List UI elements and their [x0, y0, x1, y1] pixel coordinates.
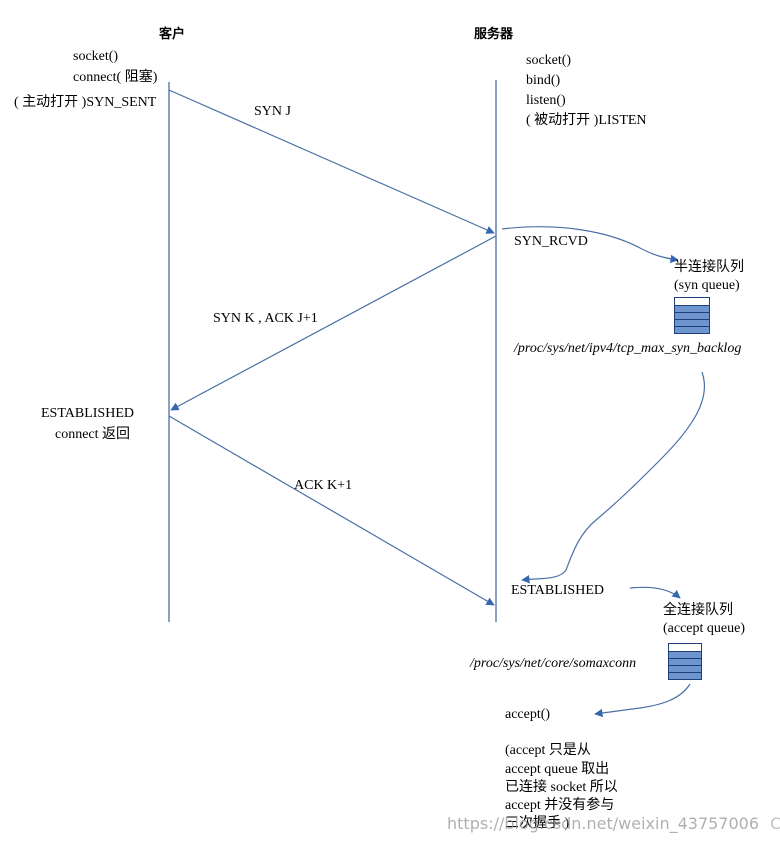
accept-note-line-5: 三次握手 ): [505, 816, 570, 831]
client-title: 客户: [159, 27, 186, 42]
watermark-brand: CSDN @沮丧的南瓜: [770, 814, 780, 833]
server-listen-call: listen(): [526, 93, 566, 108]
client-connect-return: connect 返回: [55, 427, 131, 442]
msg-ack-label: ACK K+1: [294, 478, 353, 493]
accept-queue-subtitle: (accept queue): [663, 621, 745, 636]
server-socket-call: socket(): [526, 53, 572, 68]
msg-syn-label: SYN J: [254, 104, 291, 119]
client-state-syn-sent: ( 主动打开 )SYN_SENT: [14, 95, 157, 110]
server-title: 服务器: [474, 27, 514, 42]
server-bind-call: bind(): [526, 73, 561, 88]
to-syn-queue-arrow: [501, 226, 679, 264]
accept-queue-icon: [668, 643, 702, 680]
accept-note-line-4: accept 并没有参与: [505, 798, 615, 813]
client-socket-call: socket(): [73, 49, 119, 64]
to-accept-queue-arrow: [629, 586, 681, 599]
syn-ack-arrow: [170, 235, 497, 411]
syn-arrow: [168, 89, 495, 234]
accept-note-line-1: (accept 只是从: [505, 743, 591, 758]
client-connect-call: connect( 阻塞): [73, 70, 158, 85]
accept-queue-to-accept-arrow: [594, 683, 691, 718]
msg-syn-ack-label: SYN K , ACK J+1: [213, 311, 318, 326]
ack-arrow: [168, 415, 495, 606]
accept-queue-path: /proc/sys/net/core/somaxconn: [470, 656, 637, 671]
watermark: https://blog.csdn.net/weixin_43757006 CS…: [447, 810, 780, 834]
server-state-established: ESTABLISHED: [511, 583, 604, 598]
syn-queue-title: 半连接队列: [674, 260, 744, 275]
syn-queue-path: /proc/sys/net/ipv4/tcp_max_syn_backlog: [514, 341, 742, 356]
client-state-established: ESTABLISHED: [41, 406, 134, 421]
syn-queue-subtitle: (syn queue): [674, 278, 740, 293]
syn-queue-to-established-arrow: [521, 371, 706, 584]
watermark-url: https://blog.csdn.net/weixin_43757006: [447, 814, 760, 833]
accept-note-line-2: accept queue 取出: [505, 762, 610, 777]
accept-queue-title: 全连接队列: [663, 603, 733, 618]
accept-note-line-3: 已连接 socket 所以: [505, 780, 618, 795]
syn-queue-icon: [674, 297, 710, 334]
server-state-syn-rcvd: SYN_RCVD: [514, 234, 588, 249]
server-accept-call: accept(): [505, 707, 551, 722]
server-state-listen: ( 被动打开 )LISTEN: [526, 113, 647, 128]
